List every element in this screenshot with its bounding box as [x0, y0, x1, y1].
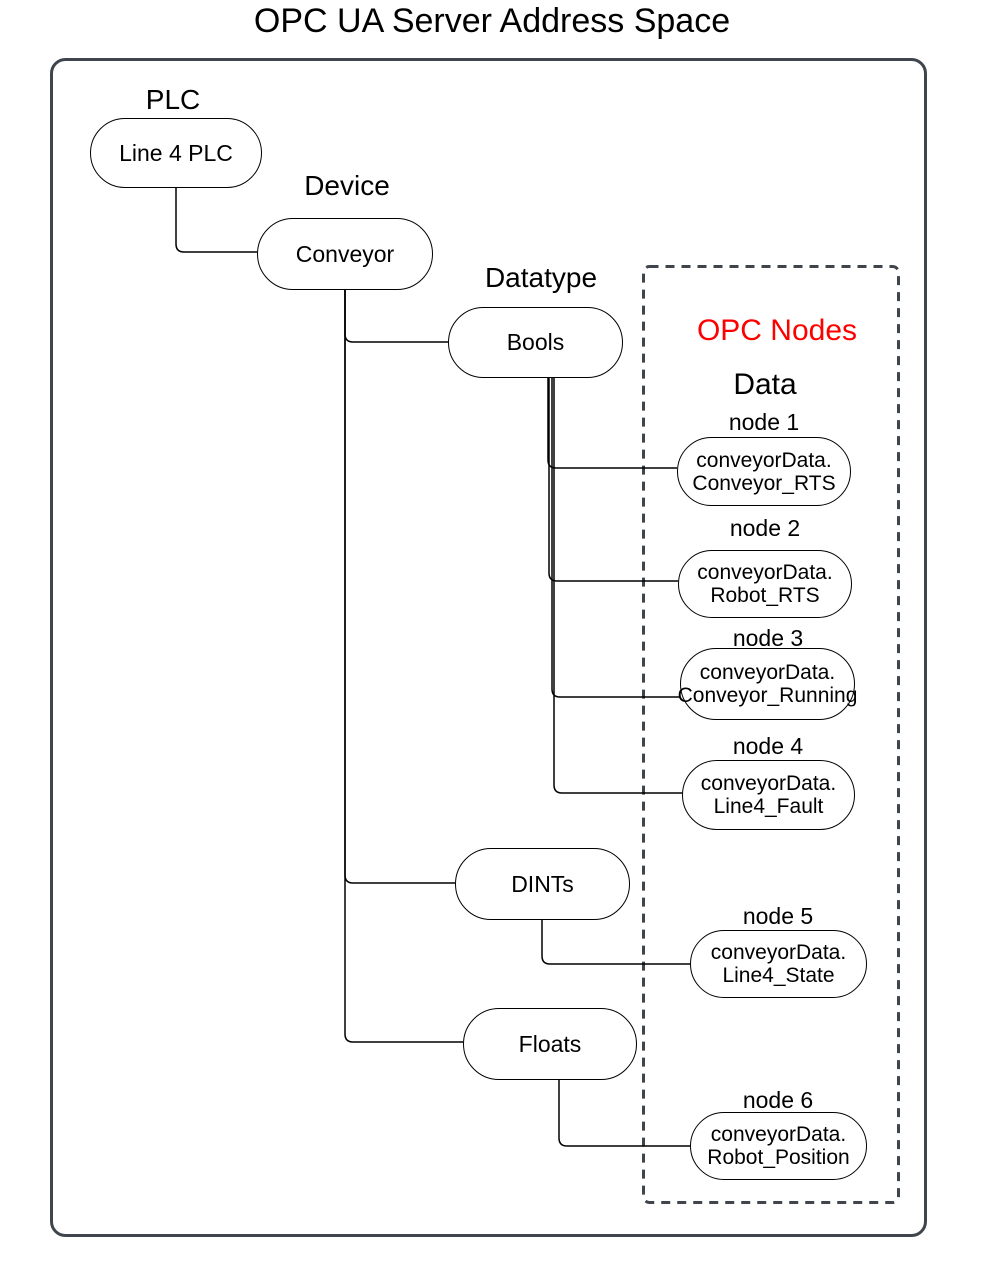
- connector-bools-node4: [553, 378, 682, 794]
- node-line4-state: conveyorData. Line4_State: [690, 930, 867, 998]
- label-datatype: Datatype: [484, 262, 598, 293]
- label-opc-nodes: OPC Nodes: [696, 314, 858, 347]
- connector-bools-node2: [548, 378, 678, 582]
- node-conveyor: Conveyor: [257, 218, 433, 290]
- node-conveyor-label: Conveyor: [295, 240, 395, 267]
- node-line4-plc-label: Line 4 PLC: [119, 139, 233, 166]
- node-robot-rts-label: conveyorData. Robot_RTS: [697, 561, 833, 607]
- node-robot-rts: conveyorData. Robot_RTS: [678, 550, 852, 618]
- connector-conveyor-floats: [344, 290, 463, 1043]
- node-dints: DINTs: [455, 848, 630, 920]
- node-line4-state-label: conveyorData. Line4_State: [710, 941, 847, 987]
- label-node-4: node 4: [732, 733, 804, 759]
- connector-conveyor-bools: [344, 290, 448, 343]
- node-conveyor-running: conveyorData. Conveyor_Running: [677, 648, 858, 720]
- node-conveyor-rts-label: conveyorData. Conveyor_RTS: [692, 448, 836, 495]
- label-node-1: node 1: [728, 409, 800, 435]
- connector-dints-node5: [541, 920, 690, 965]
- label-node-6: node 6: [742, 1087, 814, 1113]
- node-bools-label: Bools: [506, 329, 565, 355]
- node-conveyor-running-label: conveyorData. Conveyor_Running: [677, 661, 858, 707]
- label-node-3: node 3: [732, 625, 804, 651]
- label-plc: PLC: [145, 84, 201, 115]
- outer-frame: [50, 58, 927, 1237]
- node-floats: Floats: [463, 1008, 637, 1080]
- label-node-5: node 5: [742, 903, 814, 929]
- connector-plc-conveyor: [175, 188, 257, 253]
- node-line4-plc: Line 4 PLC: [90, 118, 262, 188]
- node-line4-fault: conveyorData. Line4_Fault: [682, 760, 855, 830]
- node-bools: Bools: [448, 307, 623, 378]
- node-robot-position: conveyorData. Robot_Position: [690, 1112, 867, 1180]
- connector-floats-node6: [558, 1080, 690, 1147]
- connector-bools-node1: [547, 378, 677, 469]
- label-data: Data: [733, 368, 797, 401]
- connector-bools-node3: [551, 378, 680, 698]
- label-device: Device: [304, 170, 390, 201]
- node-floats-label: Floats: [518, 1030, 582, 1057]
- node-line4-fault-label: conveyorData. Line4_Fault: [700, 772, 837, 818]
- connector-conveyor-dints: [344, 290, 455, 884]
- diagram-title: OPC UA Server Address Space: [253, 2, 731, 40]
- node-robot-position-label: conveyorData. Robot_Position: [707, 1123, 850, 1169]
- node-dints-label: DINTs: [511, 870, 574, 897]
- label-node-2: node 2: [729, 515, 801, 541]
- node-conveyor-rts: conveyorData. Conveyor_RTS: [677, 437, 851, 506]
